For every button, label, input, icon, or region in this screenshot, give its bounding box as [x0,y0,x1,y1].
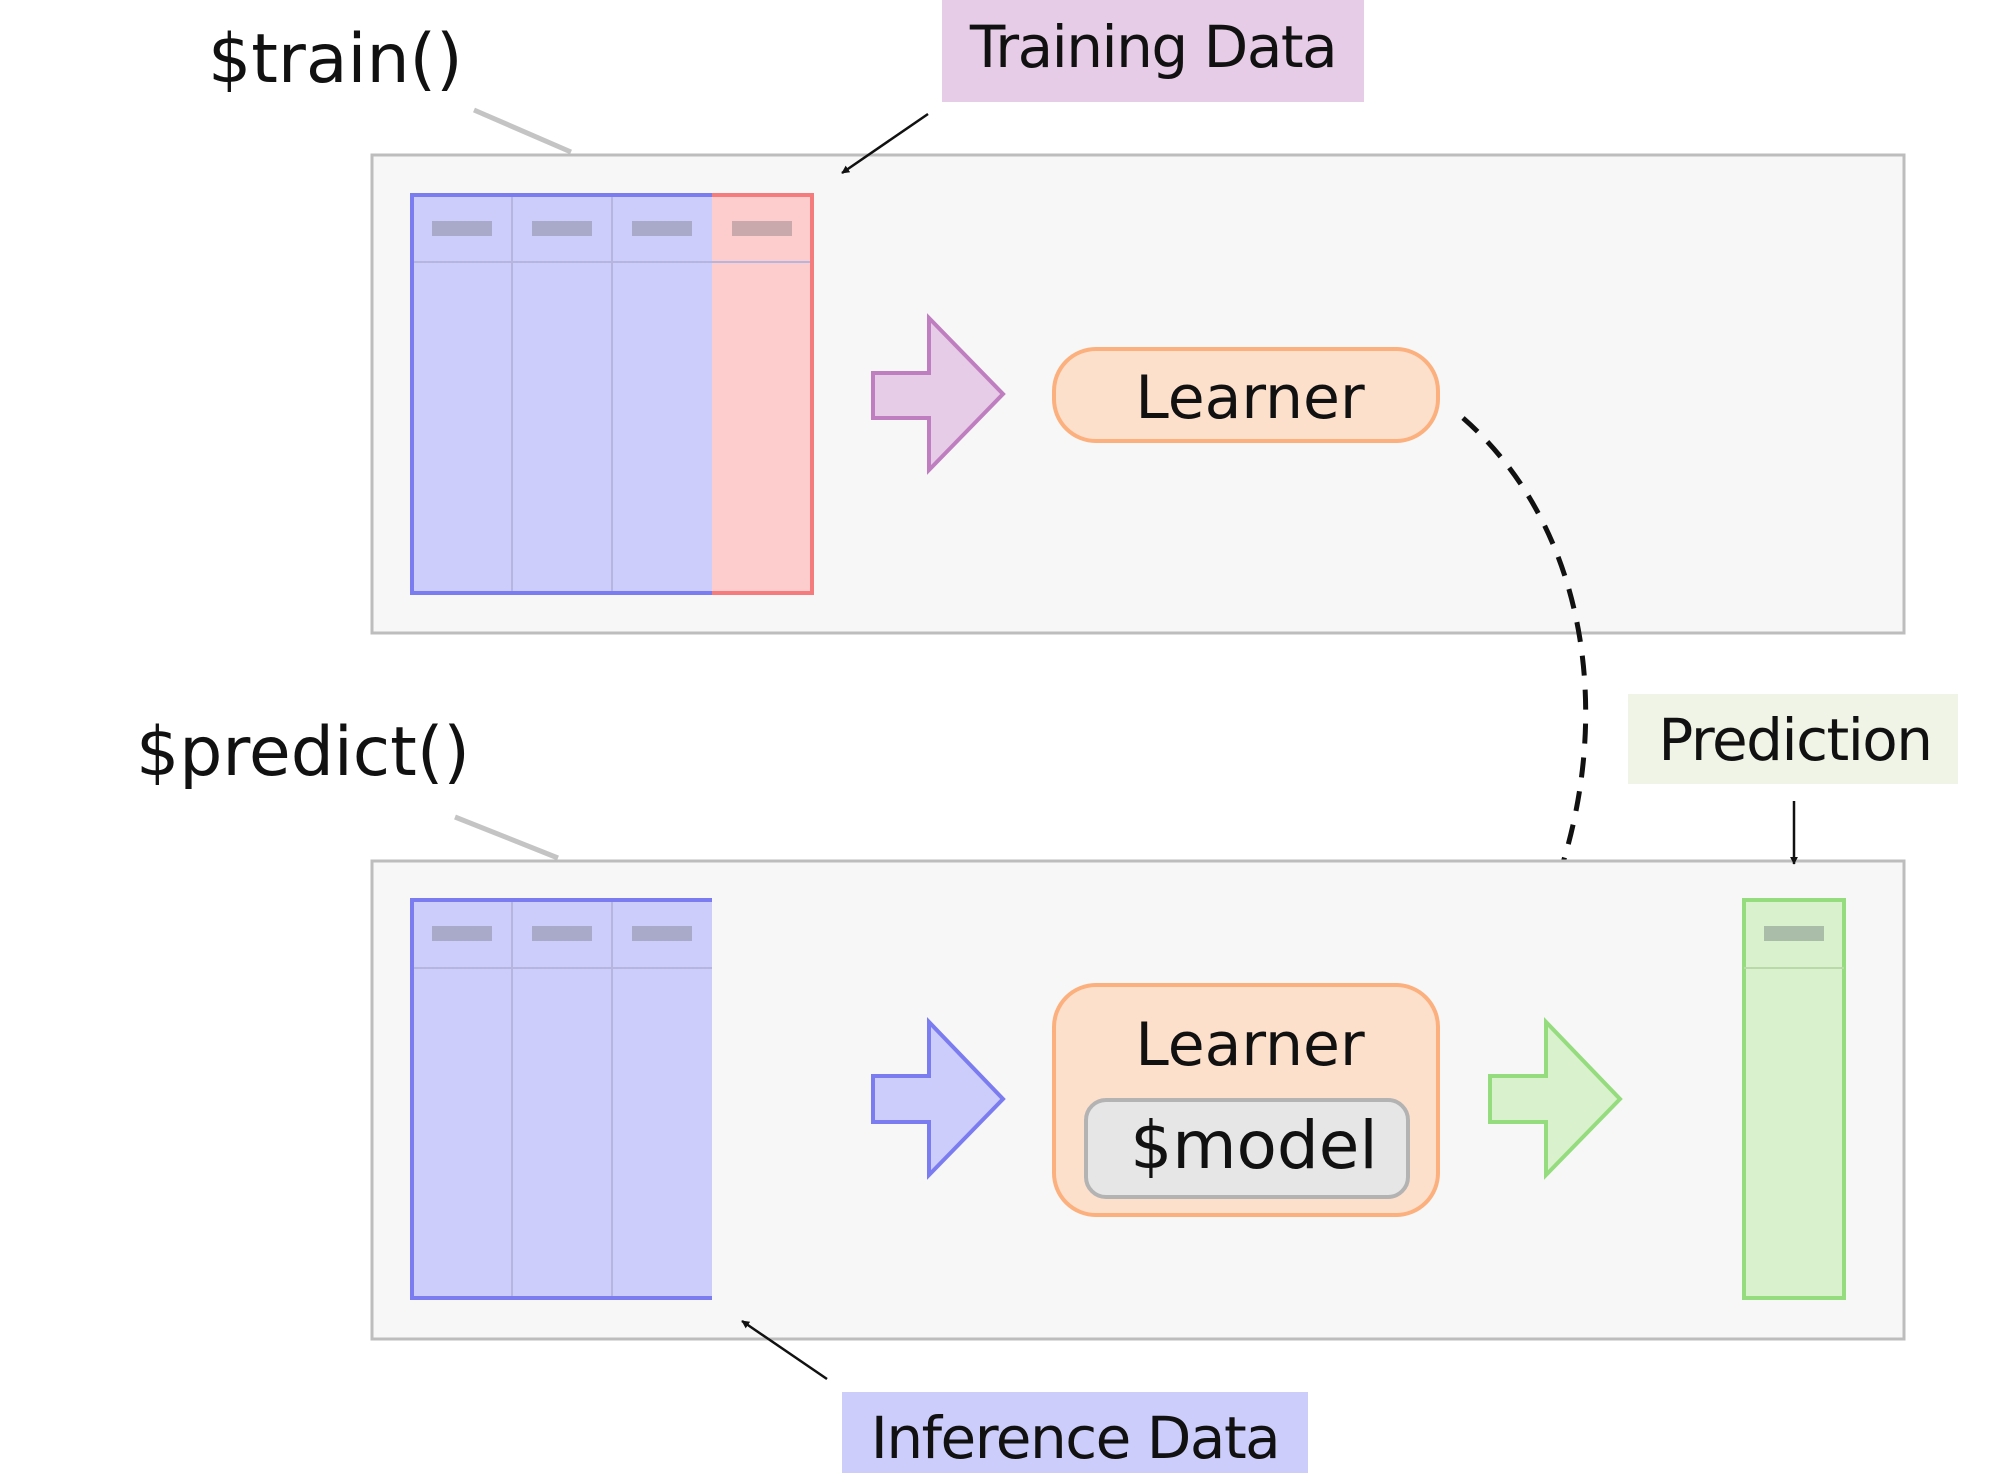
training-data-pointer [841,112,929,175]
column-header-bar [632,926,692,941]
learner-predict-label: Learner [1135,1010,1365,1080]
target-header-bar [732,221,792,236]
inference-data-pointer [741,1319,828,1381]
model-box [1084,1098,1410,1199]
predict-section: $predict() Learner $model [136,694,1958,1473]
learner-train-label: Learner [1135,363,1365,433]
feature-columns-block [412,900,712,1298]
training-data-table [410,193,814,595]
column-header-bar [532,221,592,236]
column-header-bar [532,926,592,941]
target-column-block [712,195,812,593]
train-leader-line [473,107,572,155]
feature-columns-block [412,195,712,593]
predict-leader-line [454,814,559,861]
predict-output-arrow [1488,1017,1623,1180]
prediction-tag-label: Prediction [1658,706,1931,774]
predict-input-arrow [871,1017,1006,1180]
model-label: $model [1130,1107,1378,1184]
learner-box-train [1052,347,1440,443]
column-header-bar [1764,926,1824,941]
inference-data-tag-label: Inference Data [871,1404,1279,1472]
train-section: $train() Training Data Learner [208,0,1906,635]
feature-outline [410,898,712,1300]
inference-data-tag [842,1392,1308,1473]
train-method-label: $train() [208,20,463,99]
inference-data-table [410,898,712,1300]
column-header-bar [432,926,492,941]
prediction-tag [1628,694,1958,784]
train-flow-arrow [871,313,1006,475]
training-data-tag-label: Training Data [969,13,1336,81]
training-data-tag [942,0,1364,102]
column-header-bar [432,221,492,236]
prediction-column-block [1742,898,1846,1300]
predict-method-label: $predict() [136,713,470,792]
prediction-column [1742,898,1846,1300]
feature-outline [410,193,712,595]
target-outline [712,193,814,595]
column-header-bar [632,221,692,236]
